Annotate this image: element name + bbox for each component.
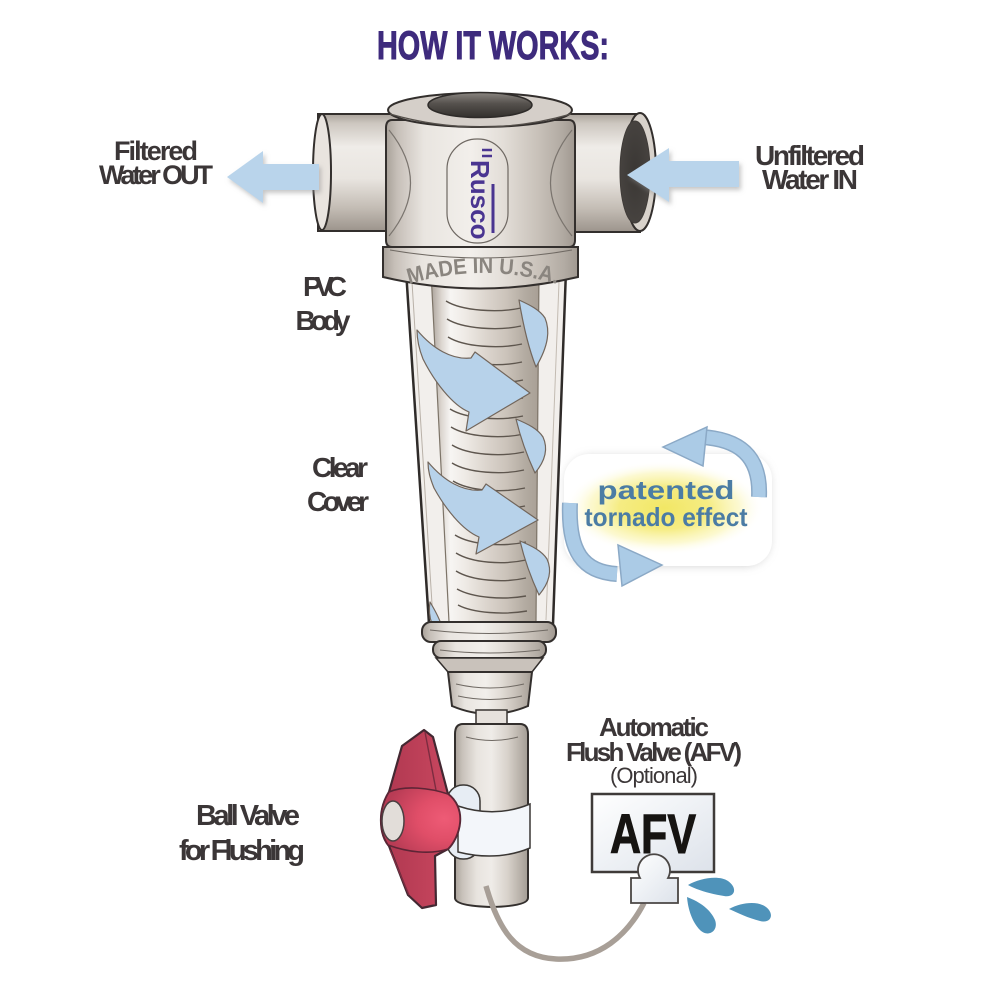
svg-text:tornado effect: tornado effect	[585, 502, 748, 532]
svg-text:HOW IT WORKS:: HOW IT WORKS:	[377, 24, 609, 68]
svg-text:for Flushing: for Flushing	[179, 835, 305, 867]
svg-text:Rusco: Rusco	[465, 160, 495, 239]
svg-text:Filtered: Filtered	[114, 136, 198, 166]
svg-text:Clear: Clear	[312, 452, 368, 483]
svg-text:patented: patented	[598, 475, 735, 505]
svg-text:Flush Valve (AFV): Flush Valve (AFV)	[566, 737, 742, 767]
svg-text:PVC: PVC	[303, 271, 347, 302]
svg-text:Unfiltered: Unfiltered	[755, 140, 865, 171]
svg-text:AFV: AFV	[610, 802, 696, 865]
svg-text:Water IN: Water IN	[762, 164, 858, 195]
svg-text:Automatic: Automatic	[599, 712, 709, 742]
svg-text:Cover: Cover	[307, 486, 369, 517]
svg-text:Body: Body	[296, 305, 351, 336]
svg-text:(Optional): (Optional)	[610, 763, 698, 788]
svg-text:Water OUT: Water OUT	[99, 160, 214, 190]
svg-text:Ball Valve: Ball Valve	[196, 800, 300, 832]
